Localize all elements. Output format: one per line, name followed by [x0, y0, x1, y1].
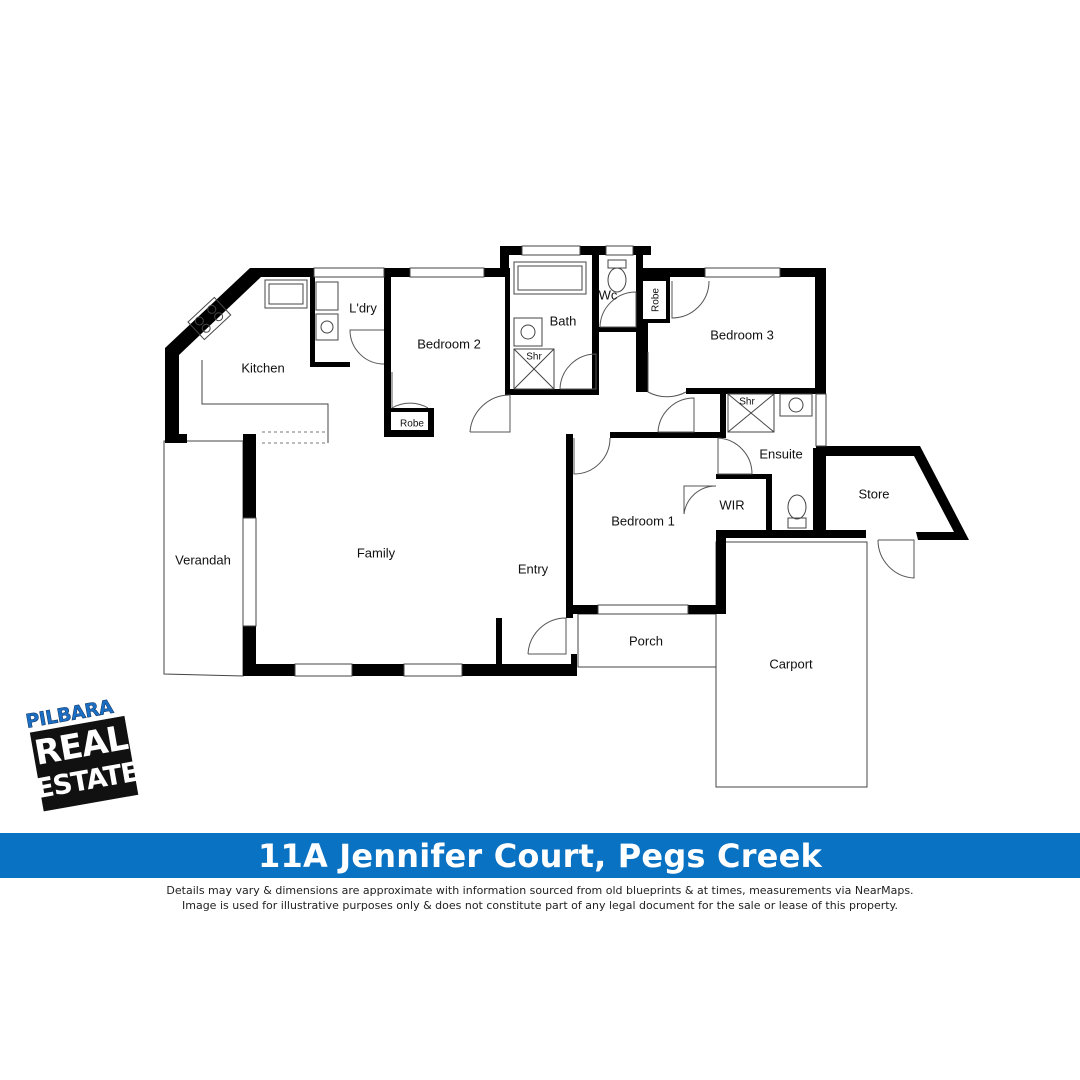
- floor-plan: Kitchen L'dry Bedroom 2 Robe Bath Shr Wc…: [163, 245, 969, 788]
- doors: [349, 280, 915, 655]
- windows: [242, 245, 827, 677]
- label-store: Store: [858, 486, 889, 501]
- kitchen-bench: [201, 360, 329, 443]
- address-banner: 11A Jennifer Court, Pegs Creek: [0, 833, 1080, 878]
- label-kitchen: Kitchen: [241, 360, 284, 375]
- address-title: 11A Jennifer Court, Pegs Creek: [258, 836, 822, 875]
- label-wc: Wc: [599, 287, 618, 302]
- label-verandah: Verandah: [175, 552, 231, 567]
- label-bedroom-3: Bedroom 3: [710, 327, 774, 342]
- disclaimer-line-2: Image is used for illustrative purposes …: [182, 899, 898, 912]
- label-porch: Porch: [629, 633, 663, 648]
- disclaimer-line-1: Details may vary & dimensions are approx…: [166, 884, 914, 897]
- label-laundry: L'dry: [349, 300, 377, 315]
- disclaimer: Details may vary & dimensions are approx…: [0, 883, 1080, 913]
- label-family: Family: [357, 545, 396, 560]
- walls: [165, 246, 969, 676]
- pilbara-real-estate-logo: PILBARA REAL ESTATE: [20, 692, 142, 813]
- label-shower-ensuite: Shr: [739, 397, 755, 408]
- label-entry: Entry: [518, 561, 549, 576]
- label-bedroom-2: Bedroom 2: [417, 336, 481, 351]
- label-robe-bedroom-3: Robe: [651, 288, 662, 312]
- label-robe-bedroom-2: Robe: [400, 419, 424, 430]
- label-carport: Carport: [769, 656, 813, 671]
- logo-box: REAL ESTATE: [29, 715, 141, 812]
- fixtures: [187, 259, 813, 529]
- label-wir: WIR: [719, 497, 744, 512]
- label-bedroom-1: Bedroom 1: [611, 513, 675, 528]
- label-bath: Bath: [550, 313, 577, 328]
- label-shower-bath: Shr: [526, 352, 542, 363]
- label-ensuite: Ensuite: [759, 446, 802, 461]
